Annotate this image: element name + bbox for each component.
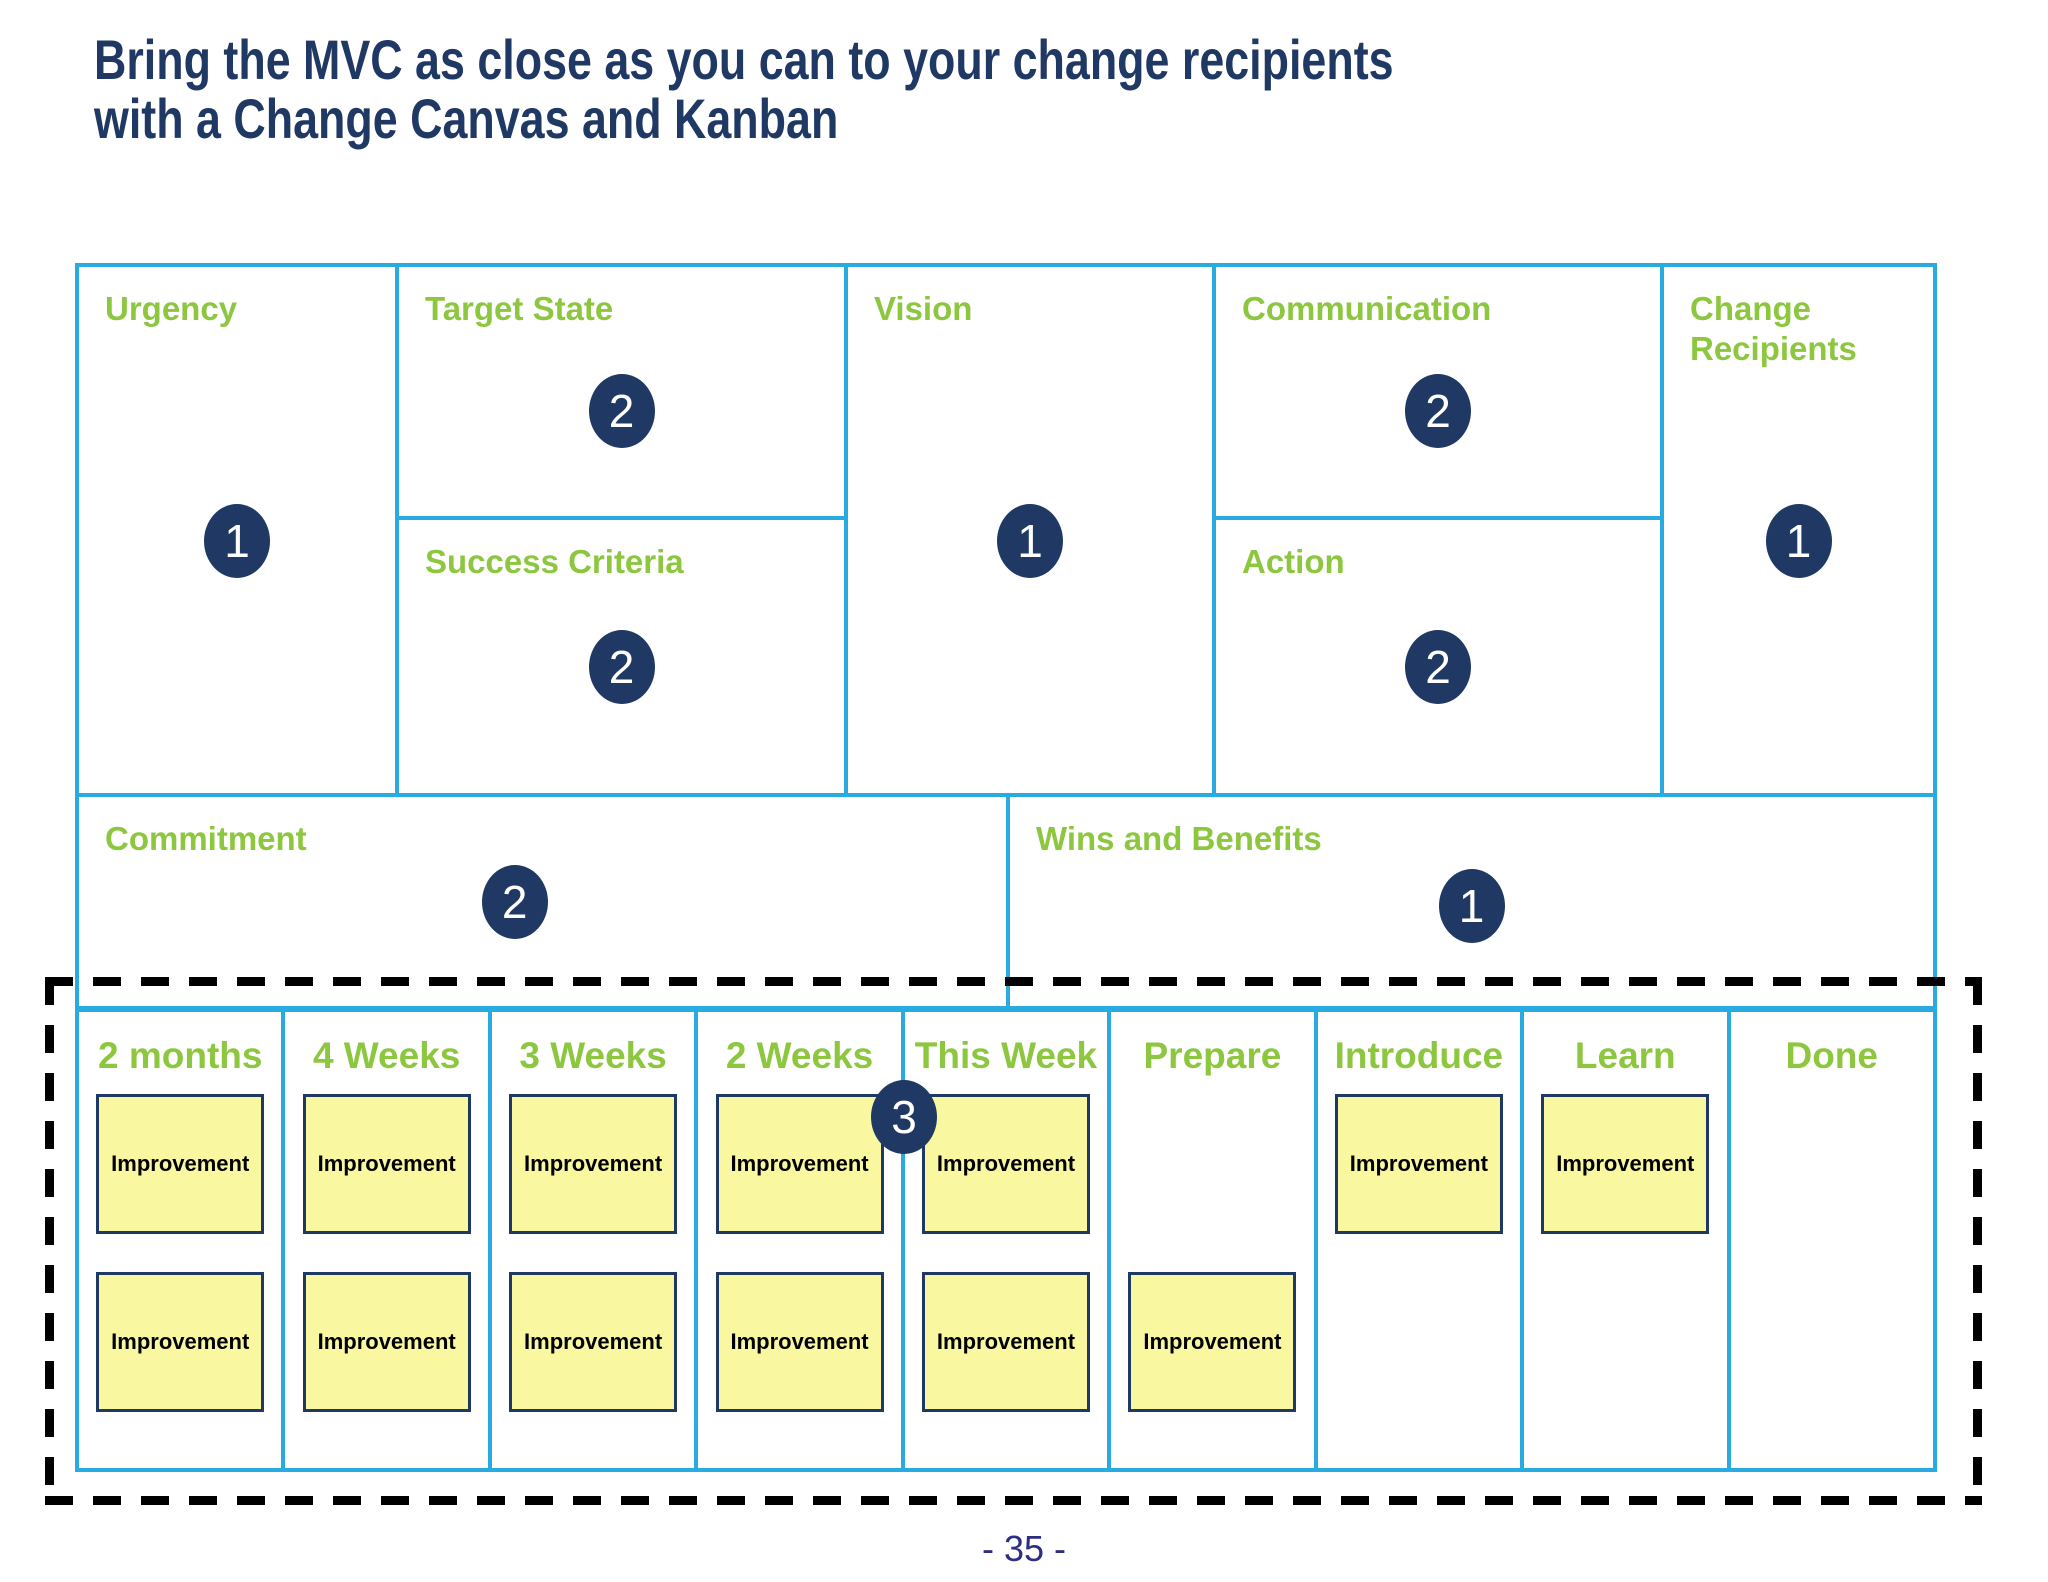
empty-note-slot xyxy=(1748,1272,1916,1412)
empty-note-slot xyxy=(1128,1094,1296,1234)
canvas-cell-success-criteria: Success Criteria 2 xyxy=(399,520,844,793)
kanban-column-2-months: 2 months Improvement Improvement xyxy=(79,1012,286,1468)
improvement-note: Improvement xyxy=(1128,1272,1297,1412)
communication-step-badge: 2 xyxy=(1405,374,1471,449)
note-slot: Improvement xyxy=(1128,1272,1297,1412)
improvement-note: Improvement xyxy=(921,1272,1090,1412)
dashed-frame-right xyxy=(1973,977,1982,1505)
canvas-cell-vision: Vision 1 xyxy=(848,267,1216,793)
canvas-cell-communication: Communication 2 xyxy=(1216,267,1660,520)
improvement-note: Improvement xyxy=(715,1094,884,1234)
kanban-column-label: This Week xyxy=(914,1035,1098,1076)
kanban-column-learn: Learn Improvement xyxy=(1524,1012,1731,1468)
wins-benefits-step-badge: 1 xyxy=(1438,868,1505,943)
kanban-column-3-weeks: 3 Weeks Improvement Improvement xyxy=(492,1012,699,1468)
kanban-column-label: Prepare xyxy=(1143,1035,1282,1076)
improvement-note: Improvement xyxy=(921,1094,1090,1234)
note-slot: Improvement xyxy=(302,1094,471,1234)
dashed-frame-left xyxy=(45,977,54,1505)
dashed-frame-bottom xyxy=(45,1496,1982,1505)
canvas-cell-label: Vision xyxy=(874,290,973,327)
note-slot: Improvement xyxy=(921,1094,1090,1234)
improvement-note: Improvement xyxy=(302,1272,471,1412)
improvement-note: Improvement xyxy=(302,1094,471,1234)
kanban-column-this-week: This Week Improvement Improvement xyxy=(905,1012,1112,1468)
improvement-note: Improvement xyxy=(1541,1094,1710,1234)
slide-title-line1: Bring the MVC as close as you can to you… xyxy=(94,28,1394,91)
change-canvas: Urgency 1 Target State 2 Success Criteri… xyxy=(75,263,1937,1010)
kanban-column-done: Done xyxy=(1731,1012,1933,1468)
canvas-stack-communication-action: Communication 2 Action 2 xyxy=(1216,267,1664,793)
kanban-column-label: Learn xyxy=(1574,1035,1676,1076)
canvas-top-row: Urgency 1 Target State 2 Success Criteri… xyxy=(79,267,1933,793)
urgency-step-badge: 1 xyxy=(204,503,270,578)
note-slot: Improvement xyxy=(1541,1094,1710,1234)
kanban-column-label: 4 Weeks xyxy=(312,1035,461,1076)
note-slot: Improvement xyxy=(302,1272,471,1412)
canvas-cell-label: Change Recipients xyxy=(1690,290,1857,367)
note-slot: Improvement xyxy=(715,1272,884,1412)
kanban-column-label: Introduce xyxy=(1334,1035,1504,1076)
empty-note-slot xyxy=(1541,1272,1709,1412)
kanban-column-prepare: Prepare Improvement xyxy=(1111,1012,1318,1468)
kanban-column-introduce: Introduce Improvement xyxy=(1318,1012,1525,1468)
note-slot: Improvement xyxy=(509,1272,678,1412)
canvas-cell-label: Success Criteria xyxy=(425,543,684,580)
note-slot: Improvement xyxy=(921,1272,1090,1412)
commitment-step-badge: 2 xyxy=(481,864,548,939)
improvement-note: Improvement xyxy=(509,1094,678,1234)
note-slot: Improvement xyxy=(509,1094,678,1234)
canvas-cell-action: Action 2 xyxy=(1216,520,1660,793)
empty-note-slot xyxy=(1748,1094,1916,1234)
improvement-note: Improvement xyxy=(509,1272,678,1412)
canvas-cell-label: Commitment xyxy=(105,820,307,857)
kanban-column-label: 3 Weeks xyxy=(519,1035,667,1076)
canvas-cell-change-recipients: Change Recipients 1 xyxy=(1664,267,1933,793)
improvement-note: Improvement xyxy=(96,1094,265,1234)
kanban-column-label: Done xyxy=(1785,1035,1878,1076)
success-criteria-step-badge: 2 xyxy=(588,630,655,705)
vision-step-badge: 1 xyxy=(997,503,1063,578)
canvas-cell-wins-and-benefits: Wins and Benefits 1 xyxy=(1010,797,1933,1006)
kanban-column-4-weeks: 4 Weeks Improvement Improvement xyxy=(285,1012,492,1468)
kanban-column-label: 2 months xyxy=(97,1035,263,1076)
kanban-column-label: 2 Weeks xyxy=(725,1035,874,1076)
canvas-cell-urgency: Urgency 1 xyxy=(79,267,399,793)
kanban-step-badge: 3 xyxy=(871,1080,937,1154)
kanban-board: 2 months Improvement Improvement 4 Weeks… xyxy=(75,1008,1937,1472)
note-slot: Improvement xyxy=(1334,1094,1503,1234)
empty-note-slot xyxy=(1335,1272,1503,1412)
improvement-note: Improvement xyxy=(1334,1094,1503,1234)
canvas-cell-label: Urgency xyxy=(105,290,238,327)
kanban-column-2-weeks: 2 Weeks Improvement Improvement xyxy=(698,1012,905,1468)
canvas-bottom-row: Commitment 2 Wins and Benefits 1 xyxy=(79,793,1933,1006)
action-step-badge: 2 xyxy=(1405,630,1471,705)
improvement-note: Improvement xyxy=(96,1272,265,1412)
canvas-cell-label: Communication xyxy=(1242,290,1492,327)
canvas-stack-target-success: Target State 2 Success Criteria 2 xyxy=(399,267,848,793)
improvement-note: Improvement xyxy=(715,1272,884,1412)
slide-title-line2: with a Change Canvas and Kanban xyxy=(94,87,839,150)
target-state-step-badge: 2 xyxy=(588,374,655,449)
note-slot: Improvement xyxy=(96,1272,265,1412)
canvas-cell-target-state: Target State 2 xyxy=(399,267,844,520)
canvas-cell-label: Action xyxy=(1242,543,1345,580)
canvas-cell-commitment: Commitment 2 xyxy=(79,797,1010,1006)
change-recipients-step-badge: 1 xyxy=(1765,503,1832,578)
canvas-cell-label: Wins and Benefits xyxy=(1036,820,1322,857)
canvas-cell-label: Target State xyxy=(425,290,614,327)
note-slot: Improvement xyxy=(715,1094,884,1234)
page-number: - 35 - xyxy=(981,1528,1067,1569)
slide-title: Bring the MVC as close as you can to you… xyxy=(94,30,1394,148)
note-slot: Improvement xyxy=(96,1094,265,1234)
